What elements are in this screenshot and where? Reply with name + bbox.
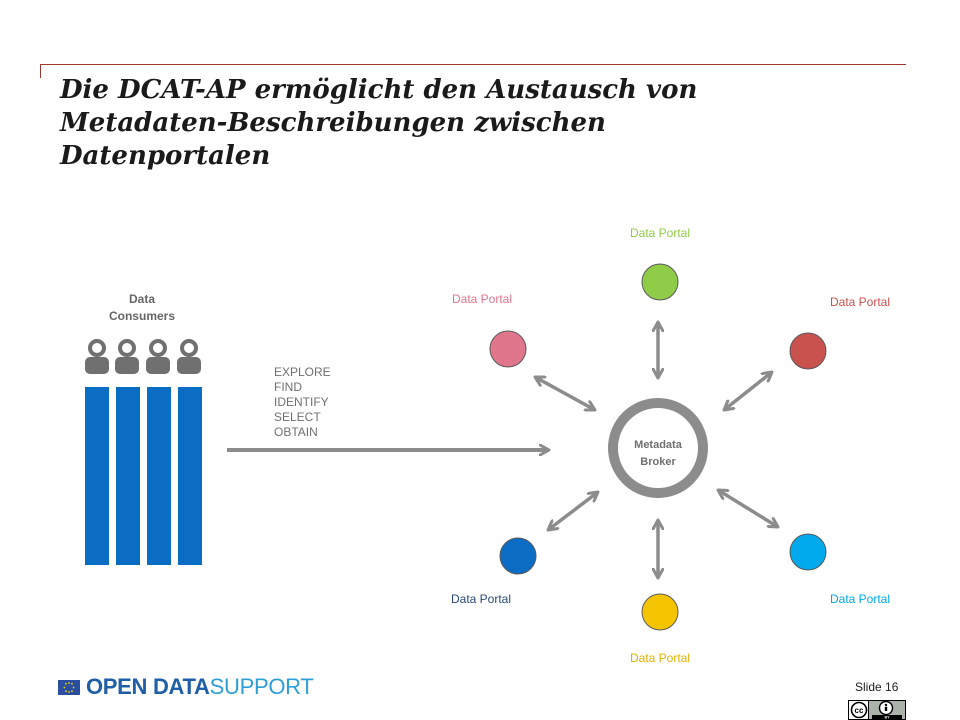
eu-flag-icon [58, 679, 80, 695]
metadata-broker: Metadata Broker [608, 398, 708, 498]
svg-text:cc: cc [855, 706, 864, 715]
brand-wordmark: OPEN DATASUPPORT [86, 674, 314, 700]
action-list: EXPLORE FIND IDENTIFY SELECT OBTAIN [274, 365, 331, 439]
consumer-bar [178, 387, 202, 565]
portal-node [641, 263, 679, 301]
slide-title: Die DCAT-AP ermöglicht den Austausch von… [60, 74, 900, 173]
portal-node [789, 533, 827, 571]
portal-label: Data Portal [452, 292, 512, 306]
brand-word: OPEN [86, 674, 148, 699]
cc-by-license-icon: cc BY [848, 700, 906, 720]
action-label: SELECT [274, 410, 321, 424]
broker-label-line: Metadata [634, 439, 683, 451]
exchange-arrow-bottom-left [548, 492, 598, 530]
portal-node [789, 332, 827, 370]
action-label: IDENTIFY [274, 395, 329, 409]
portal-node [499, 537, 537, 575]
slide-number: Slide 16 [855, 680, 899, 694]
portal-label: Data Portal [451, 592, 511, 606]
portal-label: Data Portal [830, 592, 890, 606]
data-portal-top-left: Data Portal [452, 292, 527, 368]
license-label: BY [885, 716, 891, 720]
portal-node [489, 330, 527, 368]
consumer-person-icon [177, 339, 201, 374]
data-portal-bottom-left: Data Portal [451, 537, 537, 606]
action-label: OBTAIN [274, 425, 318, 439]
consumer-person-icon [115, 339, 139, 374]
title-accent-tick [40, 64, 41, 78]
action-label: FIND [274, 380, 302, 394]
broker-ring [608, 398, 708, 498]
broker-label-line: Broker [640, 456, 676, 468]
data-consumers-group: Data Consumers [85, 292, 202, 565]
portal-label: Data Portal [630, 226, 690, 240]
data-portal-bottom-right: Data Portal [789, 533, 890, 606]
consumer-person-icon [85, 339, 109, 374]
brand-word: DATA [152, 674, 210, 699]
title-line: Metadaten-Beschreibungen zwischen [60, 108, 606, 138]
brand-word: SUPPORT [209, 674, 314, 699]
consumers-label-line: Consumers [109, 309, 175, 323]
consumer-person-icon [146, 339, 170, 374]
title-accent-rule [40, 64, 906, 65]
portal-node [641, 593, 679, 631]
open-data-support-logo: OPEN DATASUPPORT [58, 673, 314, 701]
consumer-bar [147, 387, 171, 565]
data-portal-top-right: Data Portal [789, 295, 890, 370]
exchange-arrow-bottom-right [718, 490, 778, 527]
title-line: Datenportalen [60, 141, 271, 171]
portal-label: Data Portal [830, 295, 890, 309]
portal-label: Data Portal [630, 651, 690, 665]
consumer-bar [116, 387, 140, 565]
data-portal-bottom: Data Portal [630, 593, 690, 665]
exchange-arrow-top-right [724, 372, 772, 410]
consumer-bar [85, 387, 109, 565]
exchange-arrows [535, 322, 778, 578]
exchange-arrow-top-left [535, 377, 595, 410]
data-portal-top: Data Portal [630, 226, 690, 301]
title-line: Die DCAT-AP ermöglicht den Austausch von [60, 75, 698, 105]
action-label: EXPLORE [274, 365, 331, 379]
consumers-label-line: Data [129, 292, 155, 306]
